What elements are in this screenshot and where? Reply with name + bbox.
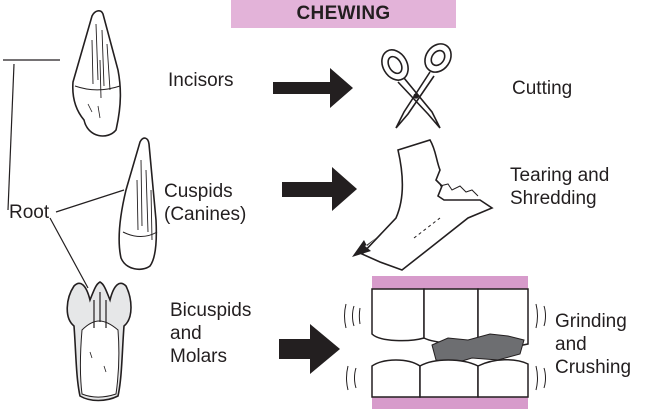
label-grinding-crushing: Grinding and Crushing: [555, 310, 631, 379]
label-root: Root: [9, 201, 49, 224]
label-cuspids-line1: Cuspids: [164, 180, 246, 203]
label-bicuspids-line1: Bicuspids: [170, 299, 251, 322]
diagram-title: CHEWING: [297, 3, 391, 25]
label-incisors: Incisors: [168, 69, 233, 92]
arrow-incisors: [273, 68, 353, 108]
label-bicuspids-line3: Molars: [170, 345, 251, 368]
label-bicuspids-line2: and: [170, 322, 251, 345]
scissors-icon: [377, 39, 457, 128]
molar-tooth-icon: [67, 282, 131, 401]
torn-paper-icon: [352, 140, 492, 270]
label-grinding-line3: Crushing: [555, 356, 631, 379]
label-tearing-line2: Shredding: [510, 187, 609, 210]
label-grinding-line2: and: [555, 333, 631, 356]
title-banner: CHEWING: [231, 0, 456, 28]
label-cutting: Cutting: [512, 77, 572, 100]
label-grinding-line1: Grinding: [555, 310, 631, 333]
label-tearing-shredding: Tearing and Shredding: [510, 164, 609, 210]
label-bicuspids-molars: Bicuspids and Molars: [170, 299, 251, 368]
label-cuspids-line2: (Canines): [164, 203, 246, 226]
label-tearing-line1: Tearing and: [510, 164, 609, 187]
teeth-grinding-icon: [345, 276, 546, 409]
canine-tooth-icon: [119, 138, 157, 269]
arrow-cuspids: [282, 167, 357, 211]
arrow-molars: [279, 324, 340, 374]
incisor-tooth-icon: [73, 11, 121, 136]
label-cuspids: Cuspids (Canines): [164, 180, 246, 226]
